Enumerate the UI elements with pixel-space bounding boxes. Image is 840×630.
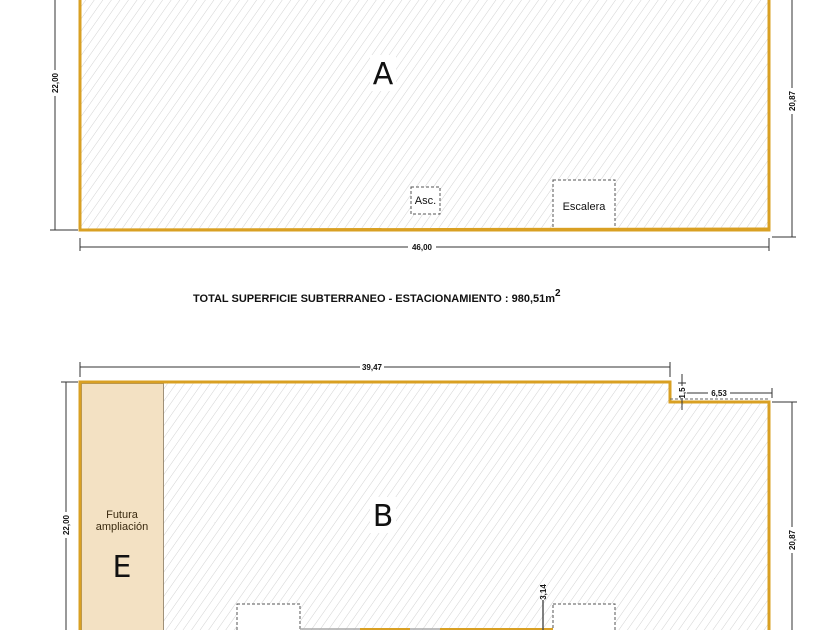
zone-e-label: E <box>113 550 132 585</box>
future-label-line1: Futura <box>106 509 139 521</box>
dimension-opening-b: 3,14 <box>539 584 548 630</box>
dimension-bottom-a-label: 46,00 <box>412 243 433 252</box>
plan-b: Futura ampliación E B 3,14 39,47 1,5 <box>61 362 797 630</box>
dimension-right-b-label: 20,87 <box>788 529 797 550</box>
zone-b-label: B <box>373 499 394 534</box>
dimension-left-b: 22,00 <box>61 381 78 630</box>
dimension-step-width-b: 6,53 <box>670 388 773 400</box>
dimension-bottom-a: 46,00 <box>79 238 770 252</box>
stairs-label: Escalera <box>563 201 607 213</box>
core-box-left <box>236 603 301 630</box>
dimension-step-b-label: 1,5 <box>678 387 687 399</box>
zone-a-bottom-wall <box>79 227 770 232</box>
dimension-left-a: 22,00 <box>50 0 78 231</box>
elevator-label: Asc. <box>415 195 436 207</box>
plan-a: A Asc. Escalera 22,00 20,87 46,00 <box>50 0 797 252</box>
stairs-box <box>552 179 616 230</box>
zone-a-label: A <box>373 57 394 92</box>
dimension-top-b-label: 39,47 <box>362 363 383 372</box>
dimension-top-b: 39,47 <box>79 362 671 377</box>
future-expansion-zone <box>81 383 164 630</box>
core-box-right <box>552 603 616 630</box>
dimension-step-width-b-label: 6,53 <box>711 389 727 398</box>
dimension-step-b: 1,5 <box>678 374 687 410</box>
elevator-box <box>410 186 441 215</box>
dimension-right-a: 20,87 <box>772 0 797 238</box>
dimension-right-a-label: 20,87 <box>788 90 797 111</box>
total-surface-superscript: 2 <box>555 288 561 299</box>
dimension-right-b: 20,87 <box>772 401 797 630</box>
zone-a-label-bg <box>370 55 396 91</box>
zone-b-area <box>78 380 771 630</box>
dimension-left-b-label: 22,00 <box>62 514 71 535</box>
dimension-opening-b-label: 3,14 <box>539 584 548 600</box>
total-surface-text: TOTAL SUPERFICIE SUBTERRANEO - ESTACIONA… <box>193 293 555 305</box>
zone-b-label-bg <box>370 497 396 533</box>
dimension-left-a-label: 22,00 <box>51 72 60 93</box>
future-label-line2: ampliación <box>96 521 149 533</box>
total-surface-label: TOTAL SUPERFICIE SUBTERRANEO - ESTACIONA… <box>193 288 561 305</box>
